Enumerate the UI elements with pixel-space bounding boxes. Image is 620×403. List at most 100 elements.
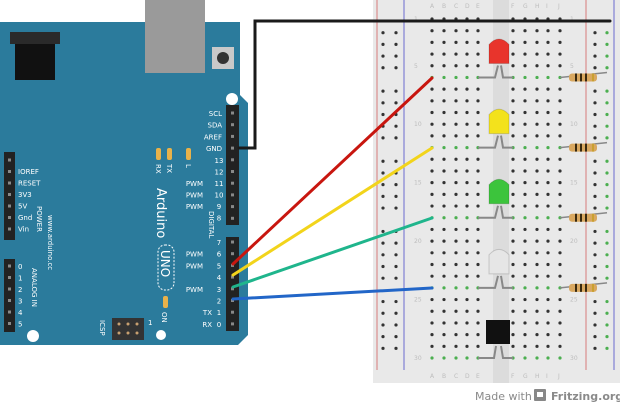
breadboard-hole[interactable] [442,169,446,173]
breadboard-hole[interactable] [465,52,469,56]
breadboard-hole[interactable] [511,321,515,325]
rail-hole[interactable] [605,264,609,269]
header-pin[interactable] [8,181,11,185]
breadboard-hole[interactable] [523,262,527,267]
breadboard-hole[interactable] [454,122,458,126]
breadboard-hole[interactable] [454,204,458,208]
breadboard-hole[interactable] [454,52,458,56]
rail-hole[interactable] [381,171,385,175]
breadboard-hole[interactable] [523,40,527,44]
breadboard-hole[interactable] [476,321,480,325]
rail-hole[interactable] [381,299,385,304]
rail-hole[interactable] [394,54,398,58]
breadboard-hole[interactable] [546,157,550,161]
breadboard-hole[interactable] [454,216,458,220]
rail-hole[interactable] [381,42,385,46]
breadboard-hole[interactable] [511,227,515,232]
rail-hole[interactable] [593,241,597,245]
rail-hole[interactable] [394,299,398,304]
breadboard-hole[interactable] [442,145,446,150]
breadboard-hole[interactable] [476,110,480,115]
rail-hole[interactable] [394,253,398,257]
breadboard-hole[interactable] [523,309,527,313]
rail-hole[interactable] [605,136,609,140]
breadboard-hole[interactable] [535,216,539,220]
breadboard-hole[interactable] [523,344,527,348]
rail-hole[interactable] [593,206,597,210]
breadboard-hole[interactable] [476,87,480,91]
rail-hole[interactable] [605,276,609,280]
breadboard-hole[interactable] [454,40,458,44]
breadboard-hole[interactable] [430,64,434,68]
breadboard-hole[interactable] [511,29,515,33]
breadboard-hole[interactable] [454,286,458,290]
rail-hole[interactable] [605,42,609,46]
breadboard-hole[interactable] [430,321,434,325]
breadboard-hole[interactable] [442,40,446,44]
breadboard-hole[interactable] [535,356,539,360]
breadboard-hole[interactable] [430,181,434,185]
breadboard-hole[interactable] [546,333,550,337]
breadboard-hole[interactable] [511,309,515,313]
breadboard-hole[interactable] [476,227,480,232]
breadboard-hole[interactable] [546,192,550,196]
rail-hole[interactable] [593,112,597,117]
rail-hole[interactable] [605,335,609,339]
header-pin[interactable] [231,134,234,138]
rail-hole[interactable] [593,194,597,198]
header-pin[interactable] [231,216,234,220]
rail-hole[interactable] [593,346,597,350]
breadboard-hole[interactable] [430,157,434,161]
breadboard-hole[interactable] [442,274,446,278]
breadboard-hole[interactable] [454,333,458,337]
breadboard-hole[interactable] [523,356,527,360]
rail-hole[interactable] [394,136,398,140]
wire-yellow-pin4[interactable] [231,146,434,277]
rail-hole[interactable] [593,31,597,35]
breadboard-hole[interactable] [442,87,446,91]
rail-hole[interactable] [394,42,398,46]
breadboard-hole[interactable] [465,204,469,208]
breadboard-hole[interactable] [511,52,515,56]
breadboard-hole[interactable] [535,40,539,44]
rail-hole[interactable] [593,101,597,105]
breadboard-hole[interactable] [511,181,515,185]
breadboard-hole[interactable] [511,169,515,173]
breadboard-hole[interactable] [465,181,469,185]
breadboard-hole[interactable] [523,157,527,161]
rail-hole[interactable] [394,66,398,70]
header-pin[interactable] [8,158,11,162]
rail-hole[interactable] [593,42,597,46]
rail-hole[interactable] [394,194,398,198]
led-4[interactable] [478,248,513,289]
transistor[interactable] [478,320,513,360]
breadboard-hole[interactable] [558,309,562,313]
breadboard-hole[interactable] [430,227,434,232]
breadboard-hole[interactable] [558,333,562,337]
breadboard-hole[interactable] [465,169,469,173]
breadboard-hole[interactable] [465,309,469,313]
breadboard-hole[interactable] [523,99,527,103]
breadboard-hole[interactable] [442,64,446,68]
rail-hole[interactable] [593,276,597,280]
rail-hole[interactable] [381,31,385,35]
breadboard-hole[interactable] [511,204,515,208]
breadboard-hole[interactable] [465,227,469,232]
rail-hole[interactable] [593,335,597,339]
rail-hole[interactable] [593,89,597,93]
breadboard-hole[interactable] [430,87,434,91]
breadboard-hole[interactable] [454,169,458,173]
breadboard-hole[interactable] [430,110,434,115]
breadboard-hole[interactable] [511,157,515,161]
breadboard-hole[interactable] [442,227,446,232]
breadboard-hole[interactable] [465,110,469,115]
header-pin[interactable] [231,252,234,256]
breadboard-hole[interactable] [465,99,469,103]
breadboard-hole[interactable] [430,239,434,243]
breadboard-hole[interactable] [454,274,458,278]
breadboard-hole[interactable] [558,356,562,360]
breadboard-hole[interactable] [535,227,539,232]
breadboard-hole[interactable] [511,99,515,103]
resistor[interactable] [559,282,608,292]
rail-hole[interactable] [605,112,609,117]
